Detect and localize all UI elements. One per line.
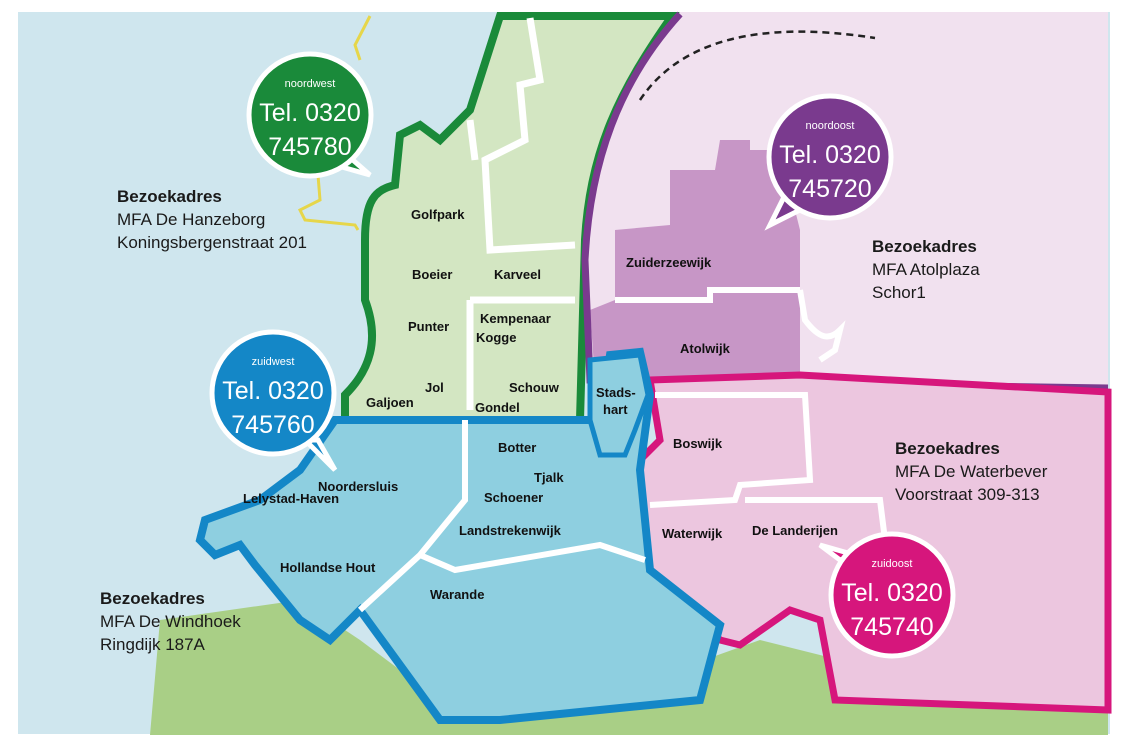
district-boswijk: Boswijk — [673, 436, 723, 451]
noordwest-border-lines — [466, 17, 576, 410]
district-landstrekenwijk: Landstrekenwijk — [459, 523, 561, 538]
district-warande: Warande — [430, 587, 485, 602]
district-schouw: Schouw — [509, 380, 559, 395]
bubble-shape — [828, 531, 956, 659]
address-title: Bezoekadres — [895, 439, 1000, 458]
noordwest-label: noordwest — [284, 78, 336, 90]
district-noordersluis: Noordersluis — [318, 479, 399, 494]
noordoost-tel-number: 745720 — [788, 175, 872, 203]
zuidoost-phone-bubble: zuidoost Tel. 0320 745740 — [827, 530, 957, 660]
district-jol: Jol — [425, 380, 444, 395]
zuidoost-tel-number: 745740 — [850, 613, 934, 641]
noordoost-border — [581, 11, 1109, 392]
zuidoost-address: Bezoekadres MFA De Waterbever Voorstraat… — [895, 437, 1047, 506]
bubble-shape — [766, 93, 894, 221]
bubble-shape — [209, 329, 337, 457]
noordoost-tel-prefix: Tel. 0320 — [779, 141, 881, 169]
noordwest-tel-prefix: Tel. 0320 — [259, 99, 361, 127]
address-line: Koningsbergenstraat 201 — [117, 233, 307, 252]
district-tjalk: Tjalk — [534, 470, 564, 485]
noordoost-region — [590, 140, 800, 380]
address-title: Bezoekadres — [117, 187, 222, 206]
district-gondel: Gondel — [475, 400, 520, 415]
address-title: Bezoekadres — [872, 237, 977, 256]
district-de-landerijen: De Landerijen — [752, 523, 838, 538]
address-line: Voorstraat 309-313 — [895, 485, 1040, 504]
district-stadshart-line1: Stads- — [596, 385, 636, 400]
noordoost-inner-lines — [615, 287, 846, 363]
address-line: MFA De Waterbever — [895, 462, 1048, 481]
noordwest-phone-bubble: noordwest Tel. 0320 745780 — [245, 50, 375, 180]
address-line: MFA Atolplaza — [872, 260, 980, 279]
district-botter: Botter — [498, 440, 537, 455]
address-line: MFA De Windhoek — [100, 612, 241, 631]
address-title: Bezoekadres — [100, 589, 205, 608]
route-line — [297, 15, 372, 231]
noordoost-address: Bezoekadres MFA Atolplaza Schor1 — [872, 235, 980, 304]
zuidwest-label: zuidwest — [251, 356, 295, 368]
zuidwest-phone-bubble: zuidwest Tel. 0320 745760 — [208, 328, 338, 458]
zuidwest-tel-prefix: Tel. 0320 — [222, 377, 324, 405]
district-atolwijk: Atolwijk — [680, 341, 730, 356]
district-karveel: Karveel — [494, 267, 541, 282]
address-line: MFA De Hanzeborg — [117, 210, 266, 229]
address-line: Ringdijk 187A — [100, 635, 205, 654]
bubble-shape — [246, 51, 374, 179]
district-galjoen: Galjoen — [366, 395, 414, 410]
address-line: Schor1 — [872, 283, 926, 302]
noordwest-tel-number: 745780 — [268, 133, 352, 161]
district-kogge: Kogge — [476, 330, 517, 345]
zuidoost-label: zuidoost — [871, 558, 913, 570]
zuidoost-inner-lines — [649, 392, 888, 541]
noordoost-phone-bubble: noordoost Tel. 0320 745720 — [765, 92, 895, 222]
district-schoener: Schoener — [484, 490, 544, 505]
zuidwest-tel-number: 745760 — [231, 411, 315, 439]
district-golfpark: Golfpark — [411, 207, 465, 222]
district-stadshart-line2: hart — [603, 402, 628, 417]
dashed-route — [638, 30, 876, 101]
district-lelystad-haven: Lelystad-Haven — [243, 491, 340, 506]
zuidoost-tel-prefix: Tel. 0320 — [841, 579, 943, 607]
district-kempenaar: Kempenaar — [480, 311, 551, 326]
district-punter: Punter — [408, 319, 450, 334]
noordoost-label: noordoost — [805, 120, 855, 132]
stadshart-region — [587, 352, 651, 458]
zuidwest-address: Bezoekadres MFA De Windhoek Ringdijk 187… — [100, 587, 241, 656]
district-hollandse-hout: Hollandse Hout — [280, 560, 376, 575]
district-zuiderzeewijk: Zuiderzeewijk — [626, 255, 712, 270]
district-waterwijk: Waterwijk — [662, 526, 723, 541]
noordwest-address: Bezoekadres MFA De Hanzeborg Koningsberg… — [117, 185, 307, 254]
district-boeier: Boeier — [412, 267, 453, 282]
